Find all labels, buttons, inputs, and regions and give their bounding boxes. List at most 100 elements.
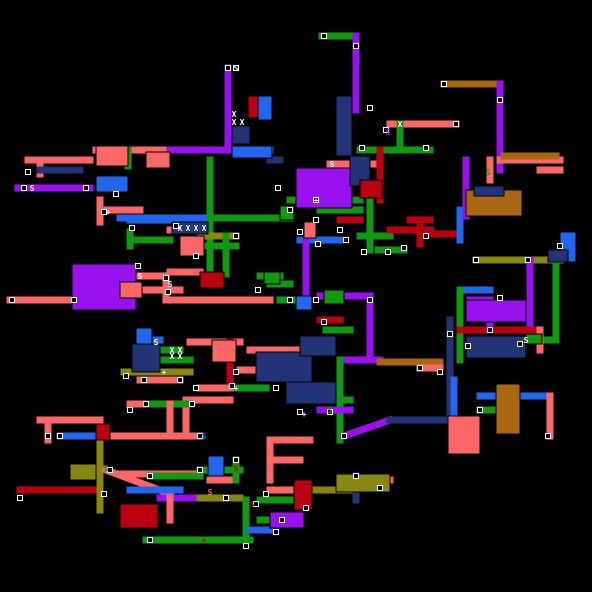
door-node bbox=[113, 191, 119, 197]
marker-save: S bbox=[250, 500, 255, 509]
door-node bbox=[313, 197, 319, 203]
door-node bbox=[165, 289, 171, 295]
door-node bbox=[263, 491, 269, 497]
door-node bbox=[517, 341, 523, 347]
marker-warp: X bbox=[232, 110, 237, 119]
door-node bbox=[163, 275, 169, 281]
marker-warp: X bbox=[170, 352, 175, 361]
marker-save: S bbox=[234, 64, 239, 73]
room-navy bbox=[171, 221, 209, 235]
door-node bbox=[147, 473, 153, 479]
room-green bbox=[525, 333, 543, 345]
room-salmon bbox=[447, 415, 481, 455]
door-node bbox=[383, 127, 389, 133]
door-node bbox=[123, 373, 129, 379]
marker-warp: X bbox=[178, 346, 183, 355]
room-red bbox=[119, 503, 159, 529]
marker-save: S bbox=[234, 464, 239, 473]
room-blue bbox=[135, 327, 153, 347]
door-node bbox=[313, 217, 319, 223]
door-node bbox=[141, 377, 147, 383]
door-node bbox=[361, 249, 367, 255]
door-node bbox=[367, 297, 373, 303]
door-node bbox=[359, 145, 365, 151]
room-navy bbox=[285, 381, 337, 405]
door-node bbox=[243, 543, 249, 549]
room-blue bbox=[257, 95, 273, 121]
door-node bbox=[197, 467, 203, 473]
door-node bbox=[9, 297, 15, 303]
marker-item: + bbox=[162, 368, 167, 377]
door-node bbox=[253, 501, 259, 507]
door-node bbox=[273, 529, 279, 535]
door-node bbox=[453, 121, 459, 127]
marker-warp: X bbox=[194, 224, 199, 233]
door-node bbox=[233, 233, 239, 239]
room-purple bbox=[465, 299, 527, 323]
door-node bbox=[353, 473, 359, 479]
door-node bbox=[21, 185, 27, 191]
room-salmon bbox=[211, 339, 237, 363]
marker-warp: X bbox=[178, 224, 183, 233]
door-layer bbox=[9, 33, 563, 549]
door-node bbox=[341, 433, 347, 439]
door-node bbox=[343, 237, 349, 243]
door-node bbox=[193, 385, 199, 391]
door-node bbox=[401, 245, 407, 251]
door-node bbox=[279, 517, 285, 523]
marker-item: + bbox=[234, 384, 239, 393]
door-node bbox=[173, 223, 179, 229]
marker-save: S bbox=[104, 464, 109, 473]
marker-save: S bbox=[208, 488, 213, 497]
marker-warp: X bbox=[170, 346, 175, 355]
door-node bbox=[447, 331, 453, 337]
room-navy bbox=[131, 343, 161, 373]
room-purple bbox=[269, 511, 305, 529]
door-node bbox=[255, 287, 261, 293]
door-node bbox=[327, 409, 333, 415]
marker-save: S bbox=[202, 432, 207, 441]
door-node bbox=[233, 457, 239, 463]
marker-warp: X bbox=[178, 352, 183, 361]
marker-save: S bbox=[30, 184, 35, 193]
door-node bbox=[101, 491, 107, 497]
room-blue bbox=[207, 455, 225, 477]
room-red bbox=[247, 95, 259, 119]
marker-save: S bbox=[330, 160, 335, 169]
room-blue bbox=[95, 175, 129, 193]
door-node bbox=[297, 409, 303, 415]
door-node bbox=[101, 209, 107, 215]
marker-save: S bbox=[524, 336, 529, 345]
door-node bbox=[197, 433, 203, 439]
door-node bbox=[83, 185, 89, 191]
door-node bbox=[297, 229, 303, 235]
corridor-purple bbox=[339, 415, 395, 441]
room-salmon bbox=[303, 221, 317, 239]
marker-warp: X bbox=[240, 118, 245, 127]
room-red bbox=[359, 179, 383, 199]
room-salmon bbox=[145, 151, 171, 169]
room-olive bbox=[69, 463, 97, 481]
door-node bbox=[229, 383, 235, 389]
door-node bbox=[497, 295, 503, 301]
room-salmon bbox=[179, 235, 205, 257]
room-navy bbox=[299, 335, 337, 357]
room-navy bbox=[473, 185, 505, 197]
door-node bbox=[107, 467, 113, 473]
marker-item: + bbox=[106, 208, 111, 217]
door-node bbox=[225, 65, 231, 71]
door-node bbox=[437, 369, 443, 375]
door-node bbox=[189, 401, 195, 407]
door-node bbox=[143, 401, 149, 407]
room-navy bbox=[335, 95, 353, 157]
marker-save: S bbox=[486, 168, 491, 177]
door-node bbox=[135, 263, 141, 269]
room-red bbox=[199, 271, 225, 289]
marker-save: S bbox=[386, 128, 391, 137]
room-olive bbox=[335, 473, 391, 493]
marker-save: S bbox=[168, 280, 173, 289]
room-salmon bbox=[119, 281, 143, 299]
door-node bbox=[71, 297, 77, 303]
